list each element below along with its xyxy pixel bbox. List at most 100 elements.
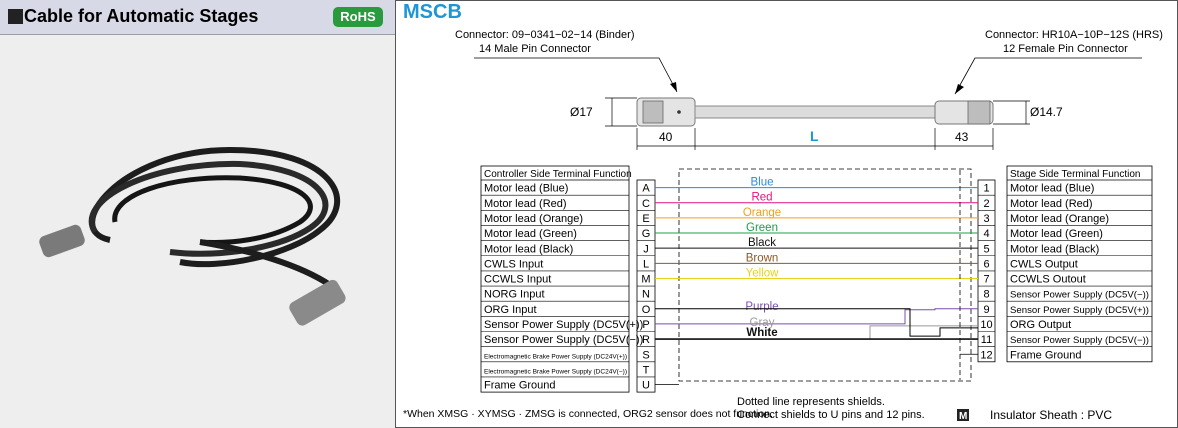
material-icon-label: M (959, 411, 967, 422)
wire-label: Brown (746, 252, 779, 264)
product-title: Cable for Automatic Stages (24, 6, 259, 26)
dim-43: 43 (955, 130, 969, 144)
left-connector-line2: 14 Male Pin Connector (479, 43, 591, 55)
left-pin-label: P (642, 319, 649, 331)
left-pin-label: C (642, 198, 650, 210)
right-callout-arrow-icon (955, 84, 964, 94)
rohs-badge: RoHS (333, 7, 383, 27)
left-terminal-label: CCWLS Input (484, 274, 551, 286)
left-connector-line1: Connector: 09−0341−02−14 (Binder) (455, 29, 635, 41)
cable-photo (39, 146, 346, 326)
product-panel: Cable for Automatic Stages RoHS (0, 0, 396, 428)
cable-coil-mid (88, 160, 329, 257)
left-table-header: Controller Side Terminal Function (484, 169, 632, 180)
right-terminal-label: Motor lead (Orange) (1010, 213, 1109, 225)
wire-line (655, 308, 978, 337)
left-pin-label: O (642, 304, 651, 316)
wires: BlueRedOrangeGreenBlackBrownYellowPurple… (655, 170, 978, 385)
right-pin-label: 9 (983, 304, 989, 316)
right-pin-label: 12 (980, 349, 992, 361)
footnote: *When XMSG · XYMSG · ZMSG is connected, … (403, 408, 773, 420)
left-terminal-label: Sensor Power Supply (DC5V(+)) (484, 319, 643, 331)
wire-line (655, 325, 978, 340)
left-terminal-label: Electromagnetic Brake Power Supply (DC24… (484, 353, 627, 360)
left-pin-label: G (642, 228, 651, 240)
right-terminal-label: Sensor Power Supply (DC5V(−)) (1010, 335, 1149, 345)
right-pin-label: 5 (983, 243, 989, 255)
left-terminal-label: CWLS Input (484, 258, 543, 270)
left-pin-label: N (642, 289, 650, 301)
model-name: MSCB (403, 1, 462, 23)
material-icon (957, 409, 969, 421)
left-callout-arrow-icon (670, 82, 677, 92)
right-terminal-label: Motor lead (Red) (1010, 198, 1093, 210)
right-pin-label: 8 (983, 289, 989, 301)
right-connector-line2: 12 Female Pin Connector (1003, 43, 1128, 55)
right-terminal-label: CCWLS Outout (1010, 274, 1086, 286)
wire-line (655, 308, 978, 325)
dim-l: L (810, 128, 819, 144)
left-diameter: Ø17 (570, 105, 593, 119)
right-terminal-label: Sensor Power Supply (DC5V(+)) (1010, 305, 1149, 315)
cable-lead-right (199, 239, 332, 288)
right-pin-label: 10 (980, 319, 992, 331)
left-terminal-label: ORG Input (484, 304, 537, 316)
right-terminal-label: Sensor Power Supply (DC5V(−)) (1010, 290, 1149, 300)
left-pin-label: U (642, 380, 650, 392)
right-terminal-label: ORG Output (1010, 319, 1071, 331)
right-diameter: Ø14.7 (1030, 105, 1063, 119)
left-terminal-label: Motor lead (Orange) (484, 213, 583, 225)
left-connector-dot-icon (677, 110, 681, 114)
wire-label: Yellow (746, 267, 780, 279)
left-pin-label: E (642, 213, 649, 225)
right-terminal-label: Motor lead (Black) (1010, 243, 1099, 255)
left-terminal-label: Motor lead (Green) (484, 228, 577, 240)
right-pin-label: 4 (983, 228, 989, 240)
right-terminal-label: Motor lead (Blue) (1010, 183, 1094, 195)
wire-label: Black (748, 237, 776, 249)
wire-label: Red (751, 192, 772, 204)
cable-body (694, 105, 936, 119)
square-bullet-icon (8, 9, 23, 24)
left-callout-leader (474, 57, 678, 93)
left-terminal-label: Motor lead (Blue) (484, 183, 568, 195)
left-pin-label: A (642, 183, 650, 195)
right-connector-knurl (967, 100, 991, 125)
right-table-border (1006, 165, 1153, 363)
left-pin-label: M (641, 274, 650, 286)
left-terminal-label: Electromagnetic Brake Power Supply (DC24… (484, 368, 627, 375)
left-table-border (480, 165, 630, 393)
right-terminal-label: Frame Ground (1010, 349, 1082, 361)
left-terminal-label: Motor lead (Black) (484, 243, 573, 255)
left-terminal-label: Frame Ground (484, 380, 556, 392)
material-note: Insulator Sheath : PVC (990, 408, 1112, 422)
right-pin-label: 6 (983, 258, 989, 270)
right-pin-label: 11 (981, 334, 992, 346)
wire-label: Orange (743, 207, 781, 219)
left-pin-label: R (642, 334, 650, 346)
left-pin-label: J (643, 243, 649, 255)
right-pin-label: 7 (983, 274, 989, 286)
left-pin-label: S (642, 349, 649, 361)
dim-40: 40 (659, 130, 673, 144)
right-callout-leader (954, 57, 1142, 95)
left-pin-label: L (643, 258, 649, 270)
right-pin-label: 1 (983, 183, 989, 195)
right-connector-line1: Connector: HR10A−10P−12S (HRS) (985, 29, 1163, 41)
connector-left-photo (39, 224, 85, 258)
shield-box (678, 168, 972, 382)
left-terminal-label: Sensor Power Supply (DC5V(−)) (484, 334, 643, 346)
wire-label: Green (746, 222, 778, 234)
cable-coil-inner (112, 175, 313, 245)
right-terminal-label: Motor lead (Green) (1010, 228, 1103, 240)
wire-label: White (746, 327, 777, 339)
product-header: Cable for Automatic Stages RoHS (0, 0, 395, 35)
right-terminal-label: CWLS Output (1010, 258, 1078, 270)
right-pin-label: 2 (983, 198, 989, 210)
left-pin-label: T (643, 364, 650, 376)
left-terminal-label: NORG Input (484, 289, 545, 301)
wire-label: Blue (750, 177, 773, 189)
